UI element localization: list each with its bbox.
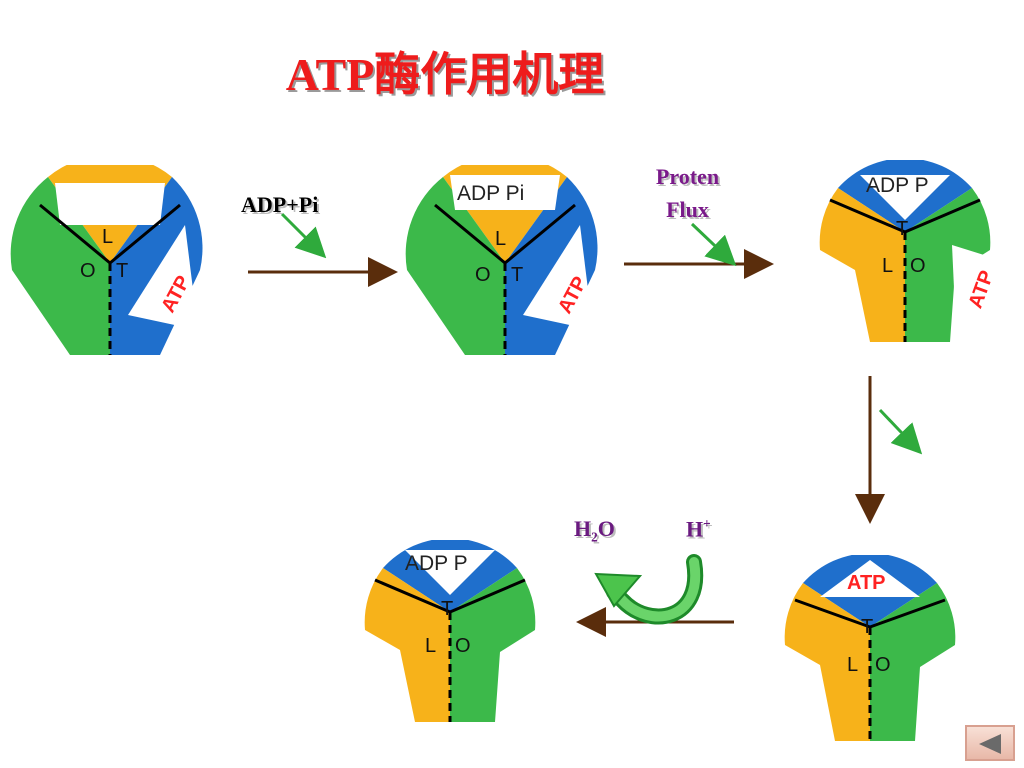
segment-label: O [875, 654, 891, 676]
water-subscript: 2 [591, 529, 598, 545]
substrate-arrow [280, 212, 327, 259]
adp-pi-label: ADP+Pi [241, 192, 319, 217]
segment-label: L [847, 654, 858, 676]
page-title: ATP酶作用机理 [285, 49, 605, 100]
segment-label: O [910, 255, 926, 277]
enzyme-state-2: ADP Pi L O T ATP [405, 165, 598, 355]
box-label: ADP P [866, 174, 929, 197]
box-label: ADP P [405, 552, 468, 575]
segment-label: T [116, 260, 128, 282]
segment-label: O [80, 260, 96, 282]
proton-superscript: + [703, 516, 711, 531]
segment-label: L [882, 255, 893, 277]
release-arrow [878, 408, 923, 455]
curved-return-arrow [594, 554, 704, 625]
atp-label: ATP [847, 572, 886, 594]
segment-label: T [861, 616, 873, 638]
segment-label: T [896, 218, 908, 240]
proton-flux-line1: Proten [655, 164, 720, 189]
segment-label: T [511, 264, 523, 286]
segment-label: L [425, 635, 436, 657]
proton-flux-arrow [690, 222, 737, 267]
water-h: H [574, 516, 592, 541]
proton-label: H+ [686, 516, 711, 542]
water-label: H2O [574, 516, 615, 545]
proton-h: H [686, 516, 704, 542]
back-triangle-icon [979, 734, 1001, 754]
back-button[interactable] [965, 725, 1015, 761]
enzyme-state-5: ATP T L O [784, 555, 956, 741]
segment-label: O [455, 635, 471, 657]
segment-label: L [102, 226, 113, 248]
segment-label: L [495, 228, 506, 250]
segment-label: O [475, 264, 491, 286]
box-label: ADP Pi [457, 182, 524, 205]
enzyme-state-3: ADP P T L O ATP [819, 160, 1000, 342]
enzyme-state-1: L O T ATP [10, 165, 203, 355]
proton-flux-label: Proten Flux [640, 160, 735, 226]
proton-flux-line2: Flux [666, 197, 709, 222]
water-o: O [597, 516, 615, 541]
segment-label: T [441, 598, 453, 620]
enzyme-state-4: ADP P T L O [364, 540, 536, 722]
